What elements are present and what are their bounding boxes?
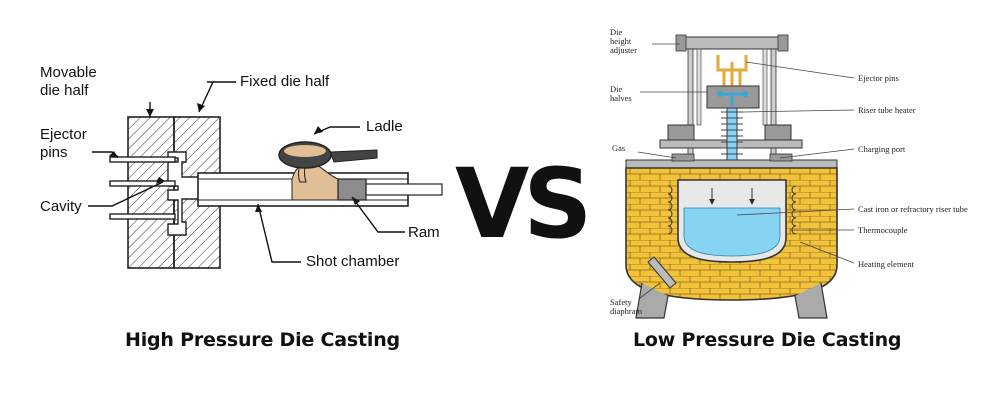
label-ejector-pins: Ejector pins xyxy=(858,73,899,83)
furnace-lid xyxy=(625,159,838,169)
ejector-pin-yoke xyxy=(716,55,748,86)
ram-rod xyxy=(365,183,443,196)
label-gas: Gas xyxy=(612,143,626,153)
heating-element-left xyxy=(667,185,673,235)
label-riser-tube-heater: Riser tube heater xyxy=(858,105,916,115)
caption-lpdc: Low Pressure Die Casting xyxy=(633,329,902,351)
lpdc-diagram xyxy=(625,34,855,319)
label-movable-line2: die half xyxy=(40,82,89,99)
leader-shot xyxy=(257,203,301,263)
caption-hpdc: High Pressure Die Casting xyxy=(125,329,400,351)
label-ladle: Ladle xyxy=(366,118,403,135)
vs-text: VS xyxy=(455,148,592,260)
ejector-pin-mid xyxy=(109,180,176,187)
label-charging-port: Charging port xyxy=(858,144,906,154)
label-fixed-die-half: Fixed die half xyxy=(240,73,330,90)
label-ejector-line2: pins xyxy=(40,144,68,161)
label-ejector: Ejector xyxy=(40,126,87,143)
label-safety-2: diaphram xyxy=(610,306,643,316)
label-die-halves-2: halves xyxy=(610,93,632,103)
label-die-height-3: adjuster xyxy=(610,45,637,55)
label-die-height-1: Die xyxy=(610,27,623,37)
ejector-pin-top xyxy=(109,156,176,163)
ejector-pin-bottom xyxy=(109,213,176,220)
heating-element-right xyxy=(791,185,797,235)
label-ram: Ram xyxy=(408,224,440,241)
label-riser-tube: Cast iron or refractory riser tube xyxy=(858,204,968,214)
label-safety-1: Safety xyxy=(610,297,632,307)
label-cavity: Cavity xyxy=(40,198,82,215)
label-shot-chamber: Shot chamber xyxy=(306,253,400,270)
label-heating-element: Heating element xyxy=(858,259,914,269)
molten-metal-bath xyxy=(683,207,781,257)
leader-cavity xyxy=(88,181,164,207)
ram xyxy=(337,178,367,201)
label-die-halves-1: Die xyxy=(610,84,623,94)
die-height-adjuster xyxy=(679,36,785,50)
safety-diaphram xyxy=(647,256,677,289)
ladle-handle xyxy=(329,149,378,163)
leader-ram xyxy=(351,196,405,233)
furnace-legs xyxy=(635,282,828,319)
label-thermocouple: Thermocouple xyxy=(858,225,908,235)
hpdc-diagram xyxy=(88,81,443,269)
label-die-height-2: height xyxy=(610,36,632,46)
movable-die-half xyxy=(127,116,175,269)
label-movable: Movable xyxy=(40,64,97,81)
